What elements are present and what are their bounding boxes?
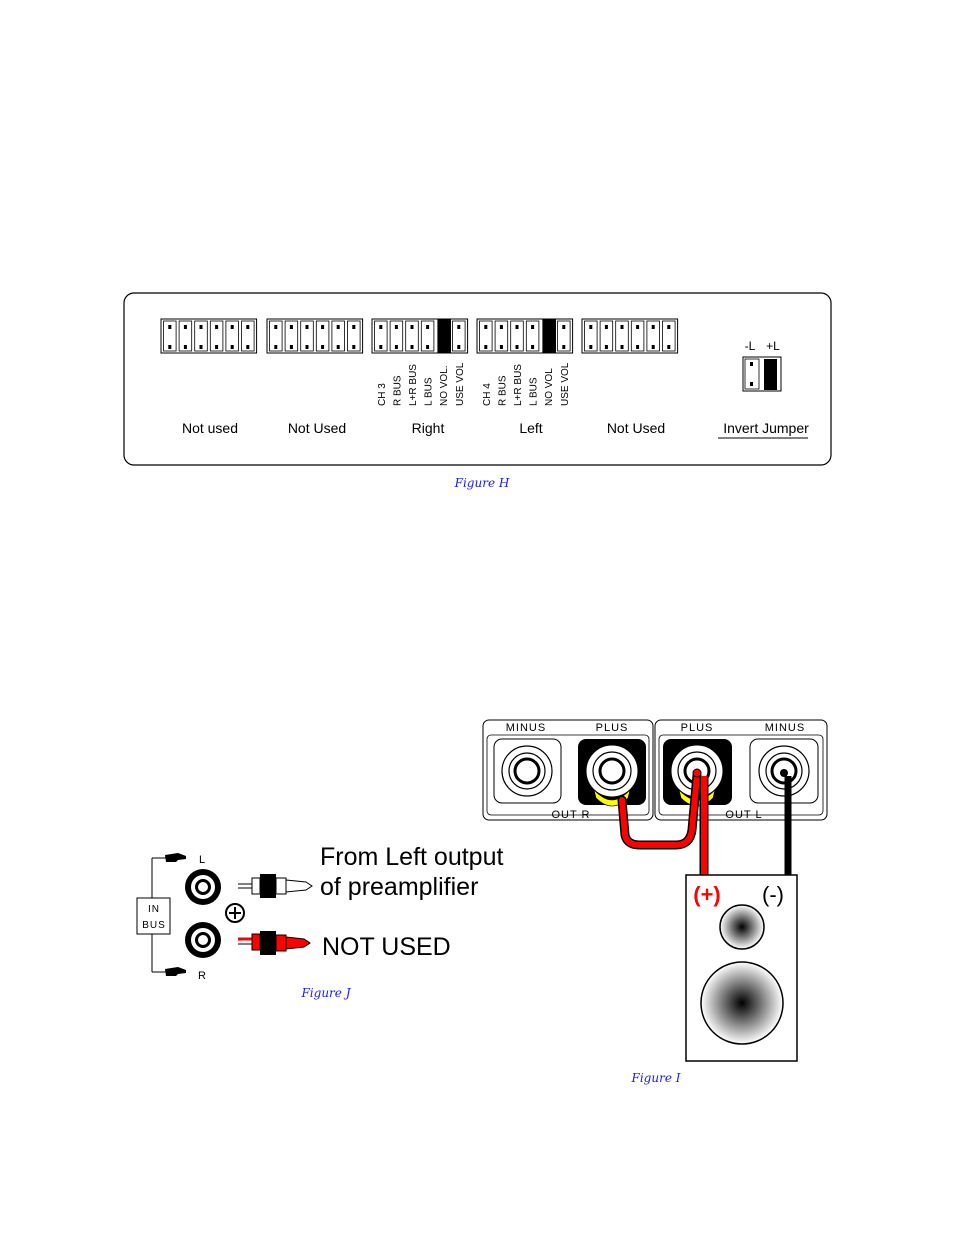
out-r-label: OUT R (551, 809, 590, 821)
jumper-row-label: NO VOL. (439, 365, 450, 406)
jumper-row-label: NO VOL (544, 368, 555, 406)
jumper-shunt (437, 319, 451, 353)
group-label-not-used-2: Not Used (288, 420, 346, 436)
figure-j-caption: Figure J (300, 986, 351, 1000)
speaker-cabinet: (+) (-) (685, 874, 798, 1062)
jumper-row-label: L BUS (424, 377, 435, 406)
group-label-right: Right (412, 420, 445, 436)
header-not-used-1 (160, 318, 258, 354)
jumper-row-label: CH 3 (377, 383, 388, 406)
figure-h-caption: Figure H (454, 476, 510, 490)
woofer (700, 961, 784, 1045)
jumper-headers (160, 318, 679, 354)
plug-r-letter: R (263, 937, 273, 952)
invert-plus-label: +L (766, 339, 780, 353)
invert-jumper-shunt (764, 359, 777, 390)
pointing-hand-icon-r (165, 967, 186, 976)
rca-plug-right: R (238, 931, 311, 955)
terminal-label-minus-l: MINUS (765, 722, 805, 734)
speaker-wires (617, 768, 792, 880)
header-not-used-2 (266, 318, 364, 354)
speaker-plus-label: (+) (693, 882, 721, 907)
jumper-row-label: R BUS (497, 375, 508, 406)
jumper-row-label: L BUS (529, 377, 540, 406)
group-label-not-used-3: Not Used (607, 420, 665, 436)
from-left-output-text-line2: of preamplifier (320, 873, 478, 901)
output-terminals: MINUS PLUS PLUS MINUS (482, 719, 828, 821)
rca-jack-r (185, 922, 221, 958)
rca-jack-l (185, 869, 221, 905)
jumper-row-label: L+R BUS (408, 364, 419, 406)
jumper-board: CH 3 R BUS L+R BUS L BUS NO VOL. USE VOL CH 4 R… (123, 292, 832, 466)
jumper-row-label: R BUS (392, 375, 403, 406)
ground-plus-icon (225, 903, 245, 923)
group-label-invert-jumper: Invert Jumper (723, 420, 809, 436)
binding-post-minus-r (493, 738, 562, 804)
input-jacks: IN BUS L R (136, 843, 503, 982)
header-right (371, 318, 469, 354)
binding-post-plus-r (578, 739, 646, 807)
jack-r-label: R (198, 970, 206, 982)
terminal-label-minus-r: MINUS (506, 722, 546, 734)
in-bus-box (136, 897, 171, 935)
jack-l-label: L (199, 854, 205, 866)
in-bus-label-in: IN (148, 904, 160, 915)
group-label-left: Left (519, 420, 542, 436)
positive-wire-screw (692, 768, 702, 778)
invert-minus-label: -L (745, 339, 756, 353)
jumper-row-labels: CH 3 R BUS L+R BUS L BUS NO VOL. USE VOL CH 4 R… (377, 362, 571, 406)
jumper-row-label: USE VOL (560, 362, 571, 406)
pointing-hand-icon-l (165, 853, 186, 862)
jumper-row-label: USE VOL (455, 362, 466, 406)
header-left (476, 318, 574, 354)
negative-wire-screw (780, 769, 788, 777)
out-l-label: OUT L (725, 809, 762, 821)
rca-plug-left (238, 874, 313, 898)
terminal-label-plus-r: PLUS (596, 722, 629, 734)
figure-i-caption: Figure I (631, 1071, 681, 1085)
from-left-output-text-line1: From Left output (320, 843, 503, 871)
not-used-text: NOT USED (322, 933, 451, 961)
header-not-used-3 (581, 318, 679, 354)
invert-jumper-header (742, 356, 782, 392)
jumper-row-label: CH 4 (482, 383, 493, 406)
in-bus-label-bus: BUS (142, 920, 166, 931)
jumper-shunt (542, 319, 556, 353)
group-label-not-used-1: Not used (182, 420, 238, 436)
speaker-minus-label: (-) (762, 882, 784, 907)
jumper-row-label: L+R BUS (513, 364, 524, 406)
bridge-wire-fill (619, 772, 700, 848)
tweeter (719, 904, 765, 950)
terminal-label-plus-l: PLUS (681, 722, 714, 734)
